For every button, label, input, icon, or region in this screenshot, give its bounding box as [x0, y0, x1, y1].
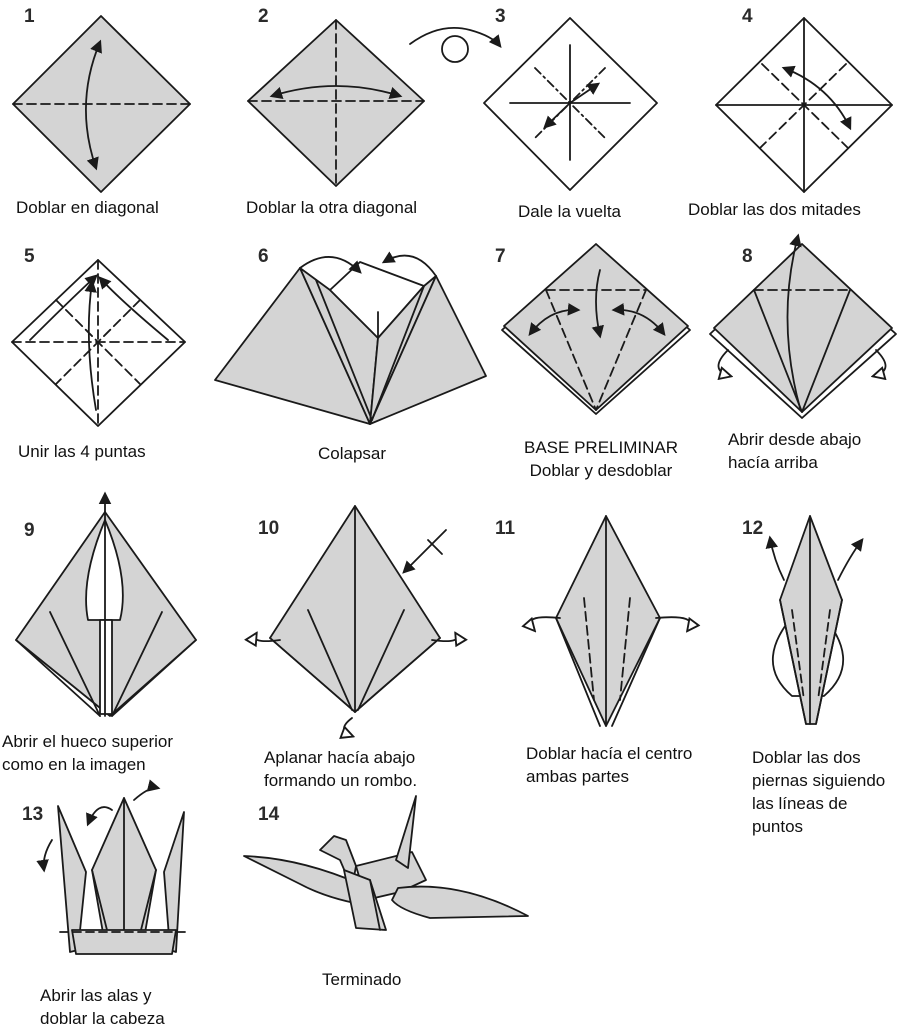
caption-line: Doblar las dos — [752, 746, 885, 769]
caption-line: BASE PRELIMINAR — [496, 436, 706, 459]
step-9-caption: Abrir el hueco superior como en la image… — [2, 730, 173, 776]
step-6-number: 6 — [258, 246, 269, 268]
caption-line: Abrir desde abajo — [728, 428, 861, 451]
step-12-caption: Doblar las dos piernas siguiendo las lín… — [752, 746, 885, 838]
step-2-caption: Doblar la otra diagonal — [246, 196, 417, 219]
step-10-number: 10 — [258, 518, 279, 540]
step-4-number: 4 — [742, 6, 753, 28]
step-8-number: 8 — [742, 246, 753, 268]
step-13-diagram — [44, 788, 186, 954]
step-14-diagram — [244, 796, 528, 930]
step-3-number: 3 — [495, 6, 506, 28]
step-1-diagram — [13, 16, 190, 192]
step-2-number: 2 — [258, 6, 269, 28]
step-3-caption: Dale la vuelta — [518, 200, 621, 223]
step-6-diagram — [215, 256, 486, 424]
caption-line: Colapsar — [318, 442, 386, 465]
step-4-diagram — [716, 18, 892, 192]
step-5-caption: Unir las 4 puntas — [18, 440, 146, 463]
step-13-number: 13 — [22, 804, 43, 826]
step-7-diagram — [502, 244, 690, 414]
step-3-diagram — [484, 18, 657, 190]
step-9-number: 9 — [24, 520, 35, 542]
step-5-number: 5 — [24, 246, 35, 268]
step-2-diagram — [248, 20, 424, 186]
step-10-caption: Aplanar hacía abajo formando un rombo. — [264, 746, 417, 792]
step-7-number: 7 — [495, 246, 506, 268]
caption-line: como en la imagen — [2, 753, 173, 776]
caption-line: ambas partes — [526, 765, 692, 788]
step-11-diagram — [530, 516, 690, 726]
step-12-number: 12 — [742, 518, 763, 540]
step-7-caption: BASE PRELIMINAR Doblar y desdoblar — [496, 436, 706, 482]
caption-line: Abrir las alas y — [40, 984, 165, 1007]
step-13-caption: Abrir las alas y doblar la cabeza — [40, 984, 165, 1028]
caption-line: puntos — [752, 815, 885, 838]
step-11-caption: Doblar hacía el centro ambas partes — [526, 742, 692, 788]
caption-line: Doblar las dos mitades — [688, 198, 861, 221]
step-14-number: 14 — [258, 804, 279, 826]
step-8-diagram — [710, 236, 896, 418]
step-9-diagram — [16, 494, 196, 716]
caption-line: Dale la vuelta — [518, 200, 621, 223]
step-8-caption: Abrir desde abajo hacía arriba — [728, 428, 861, 474]
caption-line: doblar la cabeza — [40, 1007, 165, 1028]
caption-line: Doblar hacía el centro — [526, 742, 692, 765]
step-11-number: 11 — [495, 518, 515, 540]
step-12-diagram — [770, 516, 862, 724]
step-4-caption: Doblar las dos mitades — [688, 198, 861, 221]
caption-line: formando un rombo. — [264, 769, 417, 792]
step-10-diagram — [255, 506, 457, 736]
step-5-diagram — [12, 260, 185, 426]
caption-line: Doblar la otra diagonal — [246, 196, 417, 219]
step-14-caption: Terminado — [322, 968, 401, 991]
step-1-caption: Doblar en diagonal — [16, 196, 159, 219]
caption-line: Abrir el hueco superior — [2, 730, 173, 753]
caption-line: Unir las 4 puntas — [18, 440, 146, 463]
caption-line: Doblar en diagonal — [16, 196, 159, 219]
step-6-caption: Colapsar — [318, 442, 386, 465]
caption-line: las líneas de — [752, 792, 885, 815]
step-1-number: 1 — [24, 6, 35, 28]
caption-line: piernas siguiendo — [752, 769, 885, 792]
caption-line: Aplanar hacía abajo — [264, 746, 417, 769]
turn-over-icon — [410, 28, 500, 62]
caption-line: Doblar y desdoblar — [496, 459, 706, 482]
caption-line: Terminado — [322, 968, 401, 991]
caption-line: hacía arriba — [728, 451, 861, 474]
